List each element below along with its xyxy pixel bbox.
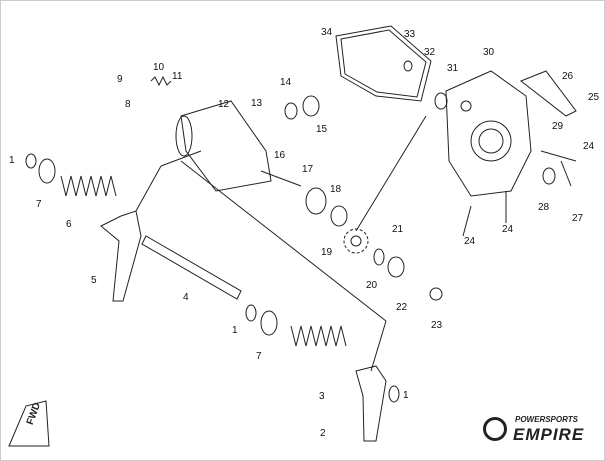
callout-19[interactable]: 19 <box>321 247 333 258</box>
callout-27[interactable]: 27 <box>572 213 584 224</box>
callout-5[interactable]: 5 <box>91 275 97 286</box>
callout-18[interactable]: 18 <box>330 184 342 195</box>
shift-shaft <box>141 235 242 300</box>
callout-9[interactable]: 9 <box>117 74 123 85</box>
lever <box>520 70 577 117</box>
callout-22[interactable]: 22 <box>396 302 408 313</box>
callout-26[interactable]: 26 <box>562 71 574 82</box>
callout-25[interactable]: 25 <box>588 92 600 103</box>
callout-12[interactable]: 12 <box>218 99 230 110</box>
pump-cover <box>445 70 532 197</box>
callout-21[interactable]: 21 <box>392 224 404 235</box>
callout-17[interactable]: 17 <box>302 164 314 175</box>
callout-24[interactable]: 24 <box>502 224 514 235</box>
spring <box>290 325 347 347</box>
logo-text-bottom: EMPIRE <box>513 425 585 444</box>
callout-11[interactable]: 11 <box>172 71 183 82</box>
shift-drum <box>180 100 272 192</box>
shift-fork <box>355 365 387 442</box>
callout-7[interactable]: 7 <box>256 351 262 362</box>
callout-31[interactable]: 31 <box>447 63 459 74</box>
callout-14[interactable]: 14 <box>280 77 292 88</box>
shift-fork <box>100 210 142 302</box>
callout-1[interactable]: 1 <box>9 155 15 166</box>
callout-34[interactable]: 34 <box>321 27 333 38</box>
callout-2[interactable]: 2 <box>320 428 326 439</box>
sprocket <box>343 228 369 254</box>
callout-10[interactable]: 10 <box>153 62 165 73</box>
callout-33[interactable]: 33 <box>404 29 416 40</box>
callout-1[interactable]: 1 <box>232 325 238 336</box>
callout-20[interactable]: 20 <box>366 280 378 291</box>
callout-8[interactable]: 8 <box>125 99 131 110</box>
gasket <box>335 25 432 102</box>
logo-mark-icon <box>483 417 507 441</box>
callout-6[interactable]: 6 <box>66 219 72 230</box>
callout-1[interactable]: 1 <box>403 390 409 401</box>
callout-28[interactable]: 28 <box>538 202 550 213</box>
callout-16[interactable]: 16 <box>274 150 286 161</box>
callout-29[interactable]: 29 <box>552 121 564 132</box>
callout-32[interactable]: 32 <box>424 47 436 58</box>
callout-3[interactable]: 3 <box>319 391 325 402</box>
logo-text-top: POWERSPORTS <box>515 415 578 424</box>
fwd-marker <box>8 400 50 447</box>
callout-13[interactable]: 13 <box>251 98 263 109</box>
callout-24[interactable]: 24 <box>583 141 595 152</box>
callout-24[interactable]: 24 <box>464 236 476 247</box>
callout-15[interactable]: 15 <box>316 124 328 135</box>
spring <box>60 175 117 197</box>
callout-23[interactable]: 23 <box>431 320 443 331</box>
brand-logo: POWERSPORTS EMPIRE <box>481 413 599 447</box>
callout-7[interactable]: 7 <box>36 199 42 210</box>
callout-4[interactable]: 4 <box>183 292 189 303</box>
callout-30[interactable]: 30 <box>483 47 495 58</box>
